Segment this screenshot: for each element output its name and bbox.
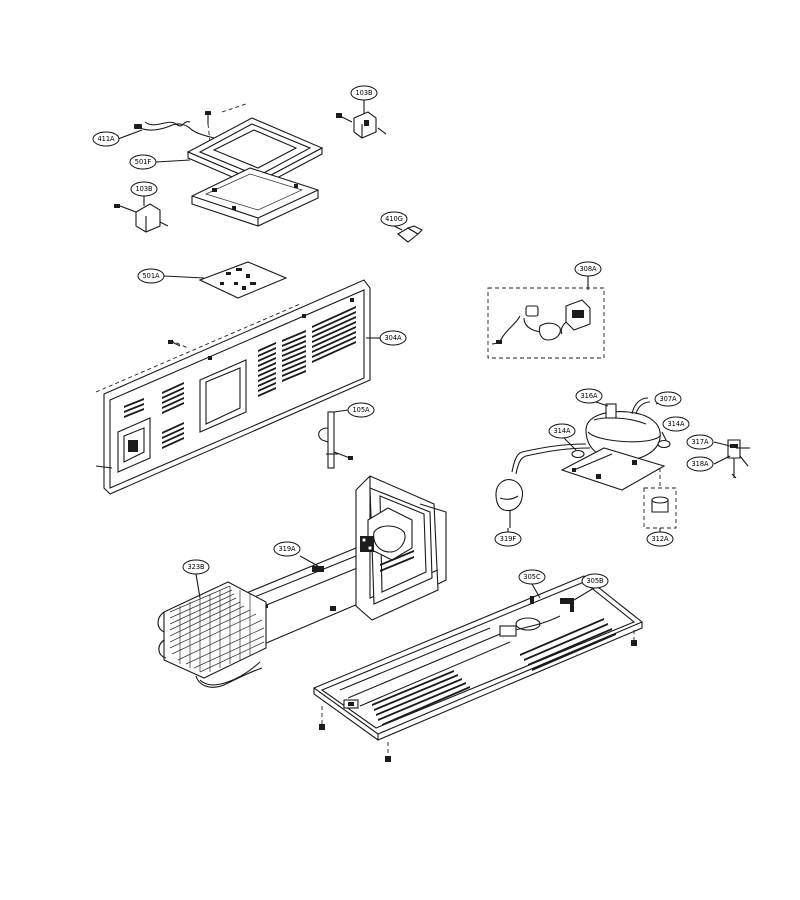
label-105a: 105A [347,402,375,418]
svg-text:304A: 304A [384,334,402,342]
label-411a: 411A [92,131,120,147]
drain-tube-105a [318,411,353,469]
sensor-317a-318a [727,439,750,479]
condenser-housing-319a [243,475,447,645]
label-323b: 323B [182,559,210,575]
vent-grille-center [258,330,306,397]
bracket-103b-left [114,203,169,233]
svg-text:312A: 312A [651,535,669,543]
relay-kit-308a [487,287,605,359]
svg-text:305B: 305B [586,577,604,585]
svg-text:411A: 411A [97,135,115,143]
svg-text:105A: 105A [352,406,370,414]
base-grille [372,618,616,726]
svg-text:308A: 308A [579,265,597,273]
svg-text:323B: 323B [187,563,205,571]
label-316a: 316A [575,388,603,404]
svg-text:501A: 501A [142,272,160,280]
svg-text:103B: 103B [135,185,153,193]
compressor-307a [495,397,677,529]
label-307a: 307A [654,391,682,407]
svg-text:316A: 316A [580,392,598,400]
svg-text:410G: 410G [385,215,403,223]
label-317a: 317A [686,434,714,450]
label-305b: 305B [581,573,609,589]
screw-panel [168,340,181,347]
label-103b-top: 103B [350,85,378,101]
label-308a: 308A [574,261,602,277]
svg-text:103B: 103B [355,89,373,97]
svg-text:314A: 314A [553,427,571,435]
label-305c: 305C [518,569,546,585]
vent-grille-right [312,306,356,363]
svg-text:501F: 501F [135,158,152,166]
label-314a-right: 314A [662,416,690,432]
pcb-501a [198,261,288,299]
label-314a-left: 314A [548,423,576,439]
label-312a: 312A [646,531,674,547]
svg-text:314A: 314A [667,420,685,428]
base-screws [319,630,637,762]
svg-text:305C: 305C [523,573,541,581]
vent-grille-left [124,382,184,449]
svg-text:319F: 319F [500,535,517,543]
lamp-410g [397,225,423,243]
label-319a: 319A [273,541,301,557]
base-plate-305b [312,575,644,741]
label-318a: 318A [686,456,714,472]
svg-text:317A: 317A [691,438,709,446]
svg-text:307A: 307A [659,395,677,403]
bracket-103b-top [336,111,387,139]
label-501a: 501A [137,268,165,284]
control-panel-501f [186,117,324,227]
condenser-coil-323b [157,581,267,688]
screw-top [205,111,211,124]
label-304a: 304A [379,330,407,346]
label-319f: 319F [494,531,522,547]
svg-text:319A: 319A [278,545,296,553]
label-501f: 501F [129,154,157,170]
svg-text:318A: 318A [691,460,709,468]
back-panel-304a [103,279,371,495]
label-103b-left: 103B [130,181,158,197]
label-410g: 410G [380,211,408,227]
